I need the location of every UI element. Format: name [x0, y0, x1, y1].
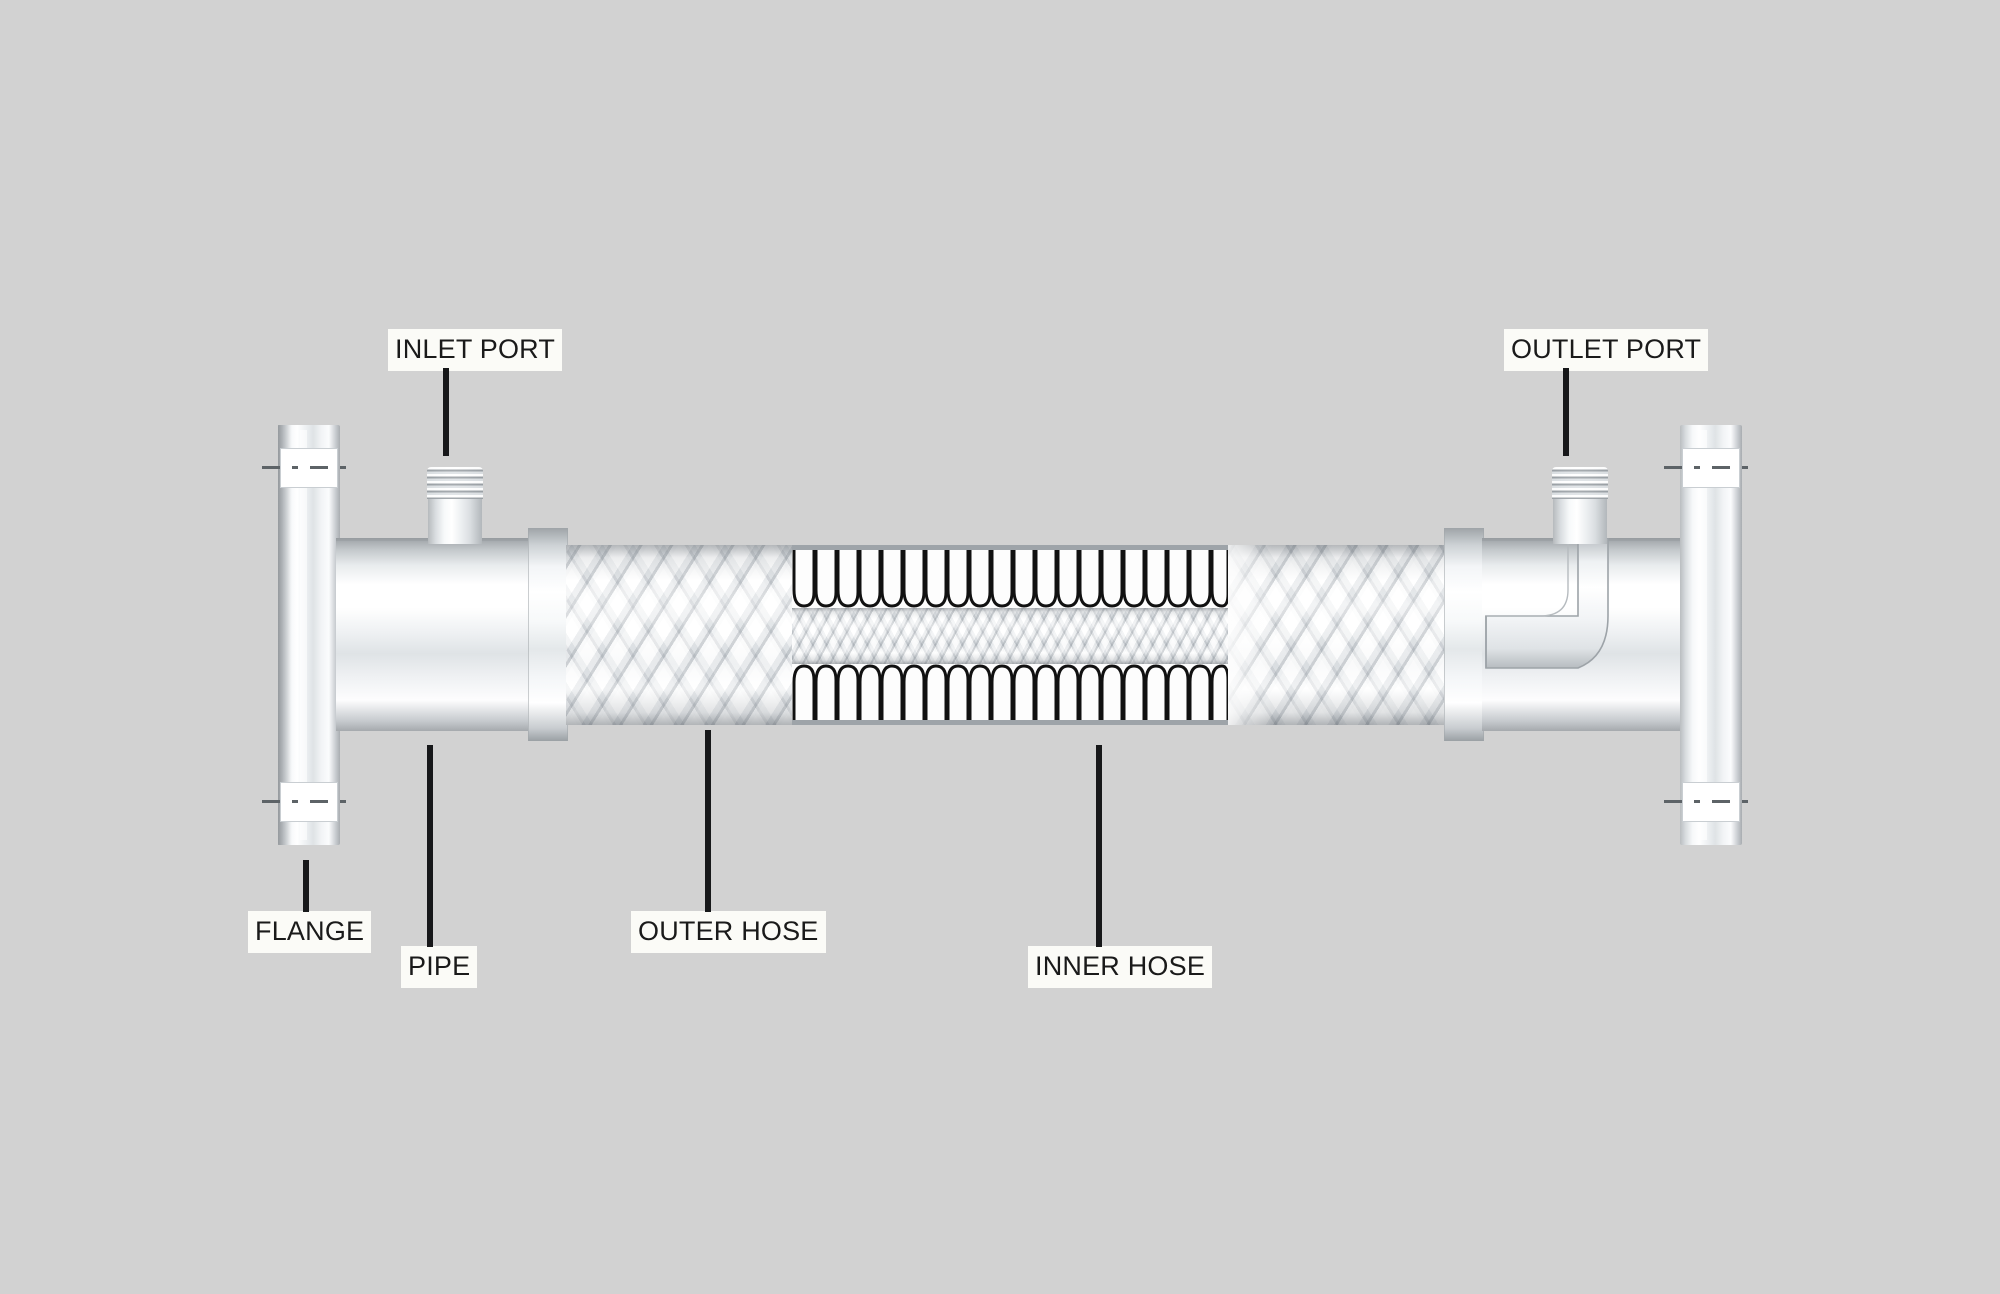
- inlet-port-threads: [427, 467, 483, 499]
- bellows-upper-wall: [792, 550, 1228, 608]
- left-flange-highlight: [300, 430, 307, 840]
- left-flange-centerline-bottom: [262, 800, 356, 803]
- callout-flange: FLANGE: [248, 911, 372, 953]
- outlet-port-threads: [1552, 467, 1608, 499]
- right-flange-centerline-top: [1664, 466, 1758, 469]
- inlet-port-body: [428, 496, 482, 544]
- outer-hose-left-segment: [566, 545, 792, 725]
- inner-hose-cutaway-window: [792, 545, 1228, 725]
- right-flange: [1680, 425, 1742, 845]
- leader-line-flange: [303, 860, 309, 912]
- callout-outlet-port: OUTLET PORT: [1504, 329, 1709, 371]
- callout-inlet-port: INLET PORT: [388, 329, 563, 371]
- outer-hose-cut-transition: [1228, 545, 1272, 725]
- right-ferrule: [1444, 528, 1484, 741]
- right-flange-centerline-bottom: [1664, 800, 1758, 803]
- left-flange-centerline-top: [262, 466, 356, 469]
- callout-inner-hose: INNER HOSE: [1028, 946, 1213, 988]
- inner-hose-braid-core: [792, 608, 1228, 664]
- leader-line-pipe: [427, 745, 433, 947]
- right-flange-highlight: [1700, 430, 1707, 840]
- left-ferrule: [528, 528, 568, 741]
- bellows-lower-wall: [792, 664, 1228, 720]
- left-pipe: [336, 538, 536, 731]
- outlet-port-body: [1553, 496, 1607, 544]
- outlet-elbow-section: [1482, 538, 1682, 731]
- left-flange-inner-shadow: [278, 425, 292, 845]
- callout-pipe: PIPE: [401, 946, 478, 988]
- leader-line-outer-hose: [705, 730, 711, 912]
- leader-line-inlet-port: [443, 368, 449, 456]
- leader-line-outlet-port: [1563, 368, 1569, 456]
- leader-line-inner-hose: [1096, 745, 1102, 947]
- callout-outer-hose: OUTER HOSE: [631, 911, 826, 953]
